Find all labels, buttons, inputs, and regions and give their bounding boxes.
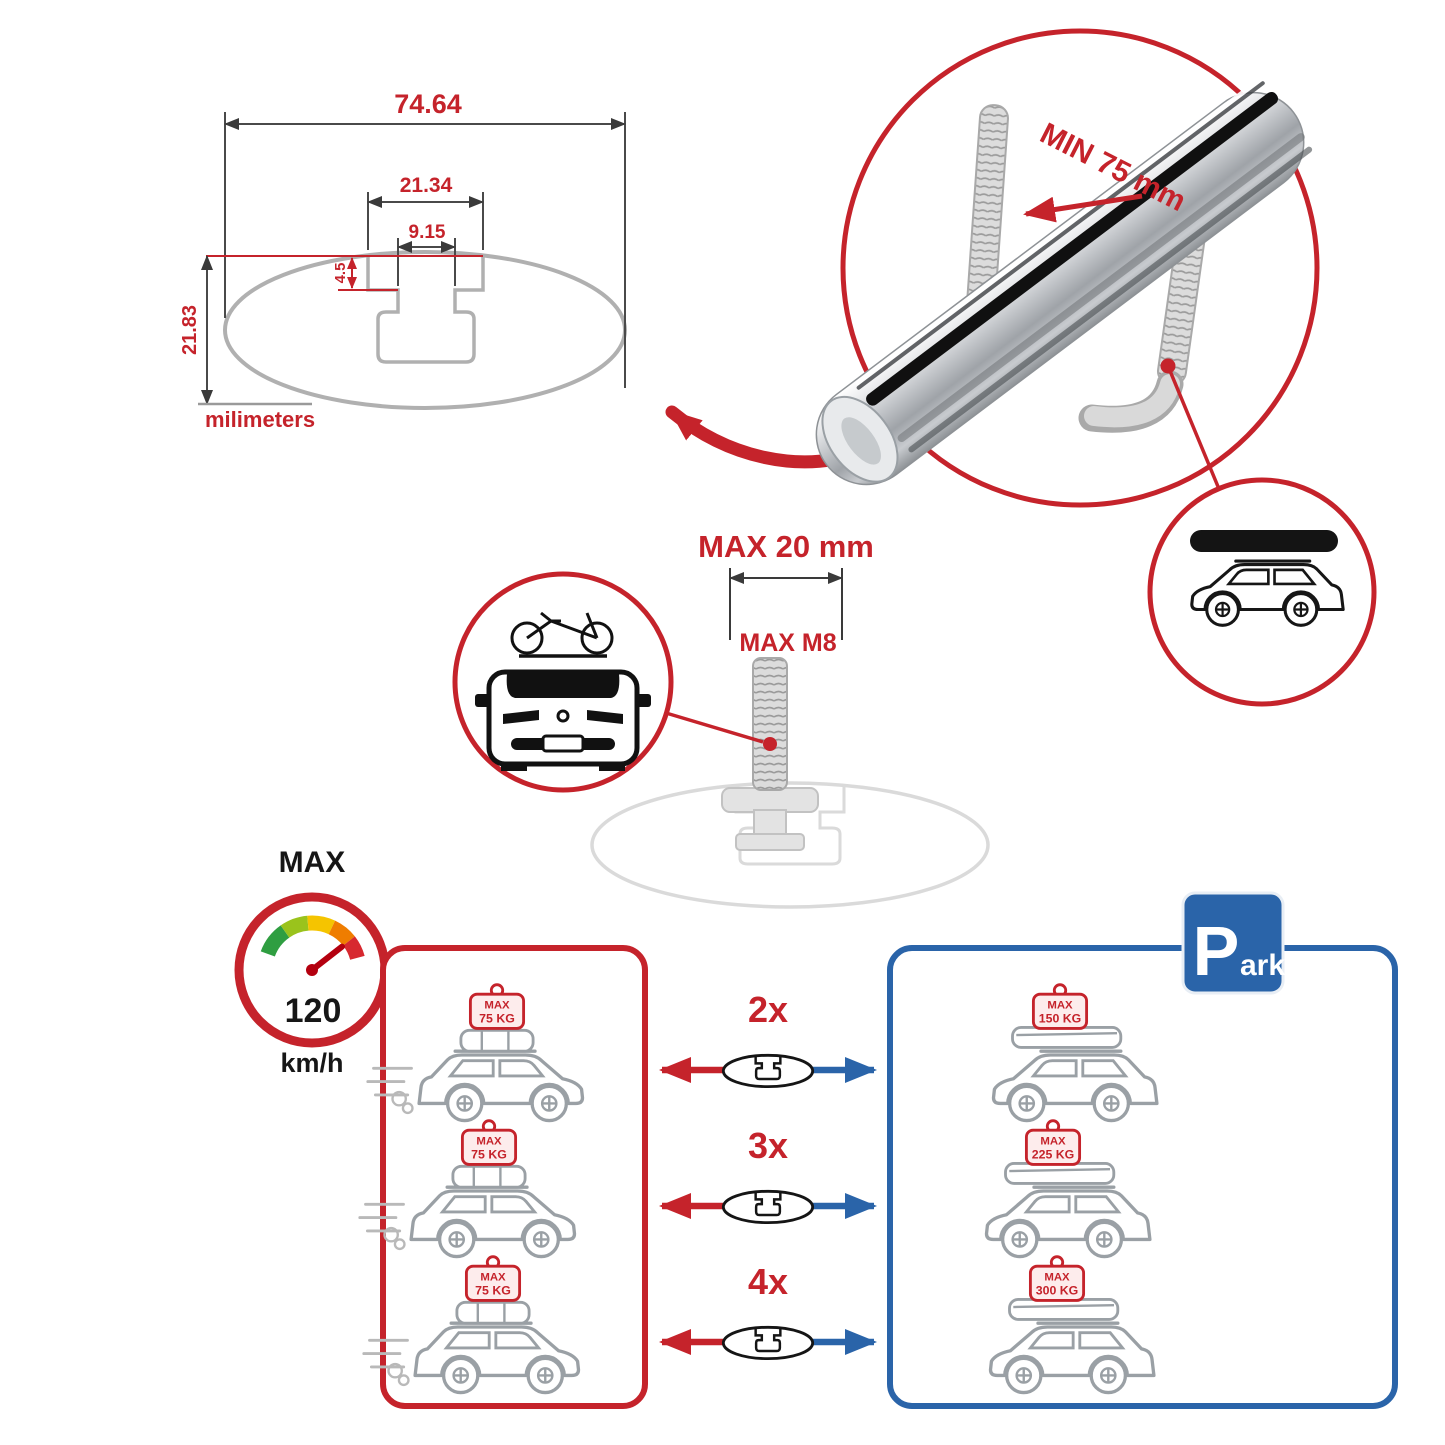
multiplier-label: 4x: [748, 1261, 788, 1302]
parking-suffix: ark: [1240, 949, 1285, 982]
license-plate: [541, 734, 585, 753]
multiplier-label: 2x: [748, 989, 788, 1030]
bar-detail-circle: MIN 75 mm: [815, 28, 1320, 508]
tag-title: MAX: [476, 1135, 502, 1147]
exhaust-icon: [393, 1238, 406, 1251]
aluminum-bar: [815, 79, 1313, 486]
t-slot-profile: [366, 256, 485, 364]
parked-car-1: MAX 150 KG: [991, 983, 1159, 1123]
cross-section-diagram: 74.64 21.34 9.15 4.5 21.83 milimeters: [179, 89, 627, 432]
grille-logo-icon: [556, 709, 570, 723]
bolt-shank: [753, 809, 787, 837]
windshield: [506, 674, 620, 698]
speed-limit-gauge: MAX 120 km/h: [234, 846, 390, 1078]
bolt-max-length-label: MAX 20 mm: [698, 529, 874, 564]
bar-rubber-strip: [866, 91, 1279, 406]
exhaust-icon: [397, 1374, 410, 1387]
clamp-bend: [1084, 374, 1180, 428]
tag-weight: 75 KG: [479, 1012, 515, 1026]
driving-car-1: MAX 75 KG: [366, 983, 585, 1123]
roofbox-car-circle: [1147, 477, 1377, 707]
roof-bag-icon: [455, 1300, 531, 1325]
speed-unit: km/h: [280, 1048, 343, 1078]
multiplier-label: 3x: [748, 1125, 788, 1166]
load-tag: MAX 75 KG: [464, 1255, 522, 1302]
tag-title: MAX: [1044, 1271, 1070, 1283]
roof-box-icon: [1008, 1298, 1120, 1321]
bike-wheel-icon: [510, 621, 544, 655]
bike-wheel-icon: [580, 621, 614, 655]
callout-line-roofbox-car: [1166, 365, 1221, 490]
exhaust-icon: [391, 1090, 407, 1107]
tag-title: MAX: [1047, 999, 1073, 1011]
exhaust-icon: [383, 1226, 399, 1243]
faded-t-slot: [734, 784, 846, 866]
load-tag: MAX 225 KG: [1024, 1119, 1082, 1166]
units-label: milimeters: [205, 407, 315, 432]
motion-lines-icon: [358, 1202, 405, 1233]
roof-box-icon: [1011, 1026, 1123, 1049]
bolt-t-foot: [735, 833, 805, 851]
min-clamp-arrow: [1023, 193, 1143, 223]
side-mirror-icon: [475, 694, 490, 707]
tag-title: MAX: [484, 999, 510, 1011]
roof-box-icon: [1004, 1162, 1116, 1185]
parked-car-2: MAX 225 KG: [984, 1119, 1152, 1259]
callout-line-bike-car: [665, 711, 764, 744]
tag-title: MAX: [1040, 1135, 1066, 1147]
tag-weight: 150 KG: [1039, 1012, 1082, 1026]
load-tag: MAX 75 KG: [460, 1119, 518, 1166]
crossbar-count-icon: [721, 1325, 815, 1361]
load-tag: MAX 300 KG: [1028, 1255, 1086, 1302]
speed-value: 120: [285, 992, 342, 1030]
headlight-icon: [503, 710, 539, 724]
tag-weight: 75 KG: [471, 1148, 507, 1162]
load-tag: MAX 150 KG: [1031, 983, 1089, 1030]
gauge-needle: [309, 943, 345, 973]
crossbar-count-icon: [721, 1189, 815, 1225]
bar-cross-section-ellipse: [223, 250, 627, 410]
bike-frame-icon: [526, 611, 599, 640]
driving-car-3: MAX 75 KG: [362, 1255, 581, 1395]
multiplier-rows: 2x 3x 4x: [659, 989, 877, 1361]
load-tag: MAX 75 KG: [468, 983, 526, 1030]
parked-car-3: MAX 300 KG: [988, 1255, 1156, 1395]
tag-weight: 75 KG: [475, 1284, 511, 1298]
bolt-threaded-shaft: [752, 657, 788, 791]
motion-lines-icon: [366, 1066, 413, 1097]
tire-icon: [501, 762, 527, 771]
speed-max-label: MAX: [279, 846, 346, 879]
bar-end-slot: [841, 417, 881, 465]
exhaust-icon: [387, 1362, 403, 1379]
dim-slot-outer-label: 21.34: [400, 174, 453, 197]
motion-lines-icon: [362, 1338, 409, 1369]
dim-total-height-label: 21.83: [179, 305, 201, 355]
tag-title: MAX: [480, 1271, 506, 1283]
crossbar-count-icon: [721, 1053, 815, 1089]
tire-icon: [599, 762, 625, 771]
roof-cargo-box: [1190, 530, 1338, 552]
side-mirror-icon: [636, 694, 651, 707]
tag-weight: 300 KG: [1036, 1284, 1079, 1298]
parking-letter: P: [1193, 912, 1240, 990]
bolt-callout-dot: [763, 737, 777, 751]
roof-bag-icon: [451, 1164, 527, 1189]
roof-bag-icon: [459, 1028, 535, 1053]
dim-total-width-label: 74.64: [394, 89, 462, 119]
dim-lip-height-label: 4.5: [332, 263, 349, 284]
parked-load-panel: [887, 945, 1398, 1409]
bolt-detail: MAX 20 mm MAX M8: [452, 529, 990, 909]
exhaust-icon: [401, 1102, 414, 1115]
parking-sign: P ark: [1181, 891, 1285, 995]
dim-slot-inner-label: 9.15: [409, 222, 446, 243]
bolt-flange: [721, 787, 819, 813]
tag-weight: 225 KG: [1032, 1148, 1075, 1162]
bolt-max-thread-label: MAX M8: [739, 629, 836, 657]
driving-car-2: MAX 75 KG: [358, 1119, 577, 1259]
car-front-with-bike: [475, 611, 651, 771]
headlight-icon: [587, 710, 623, 724]
